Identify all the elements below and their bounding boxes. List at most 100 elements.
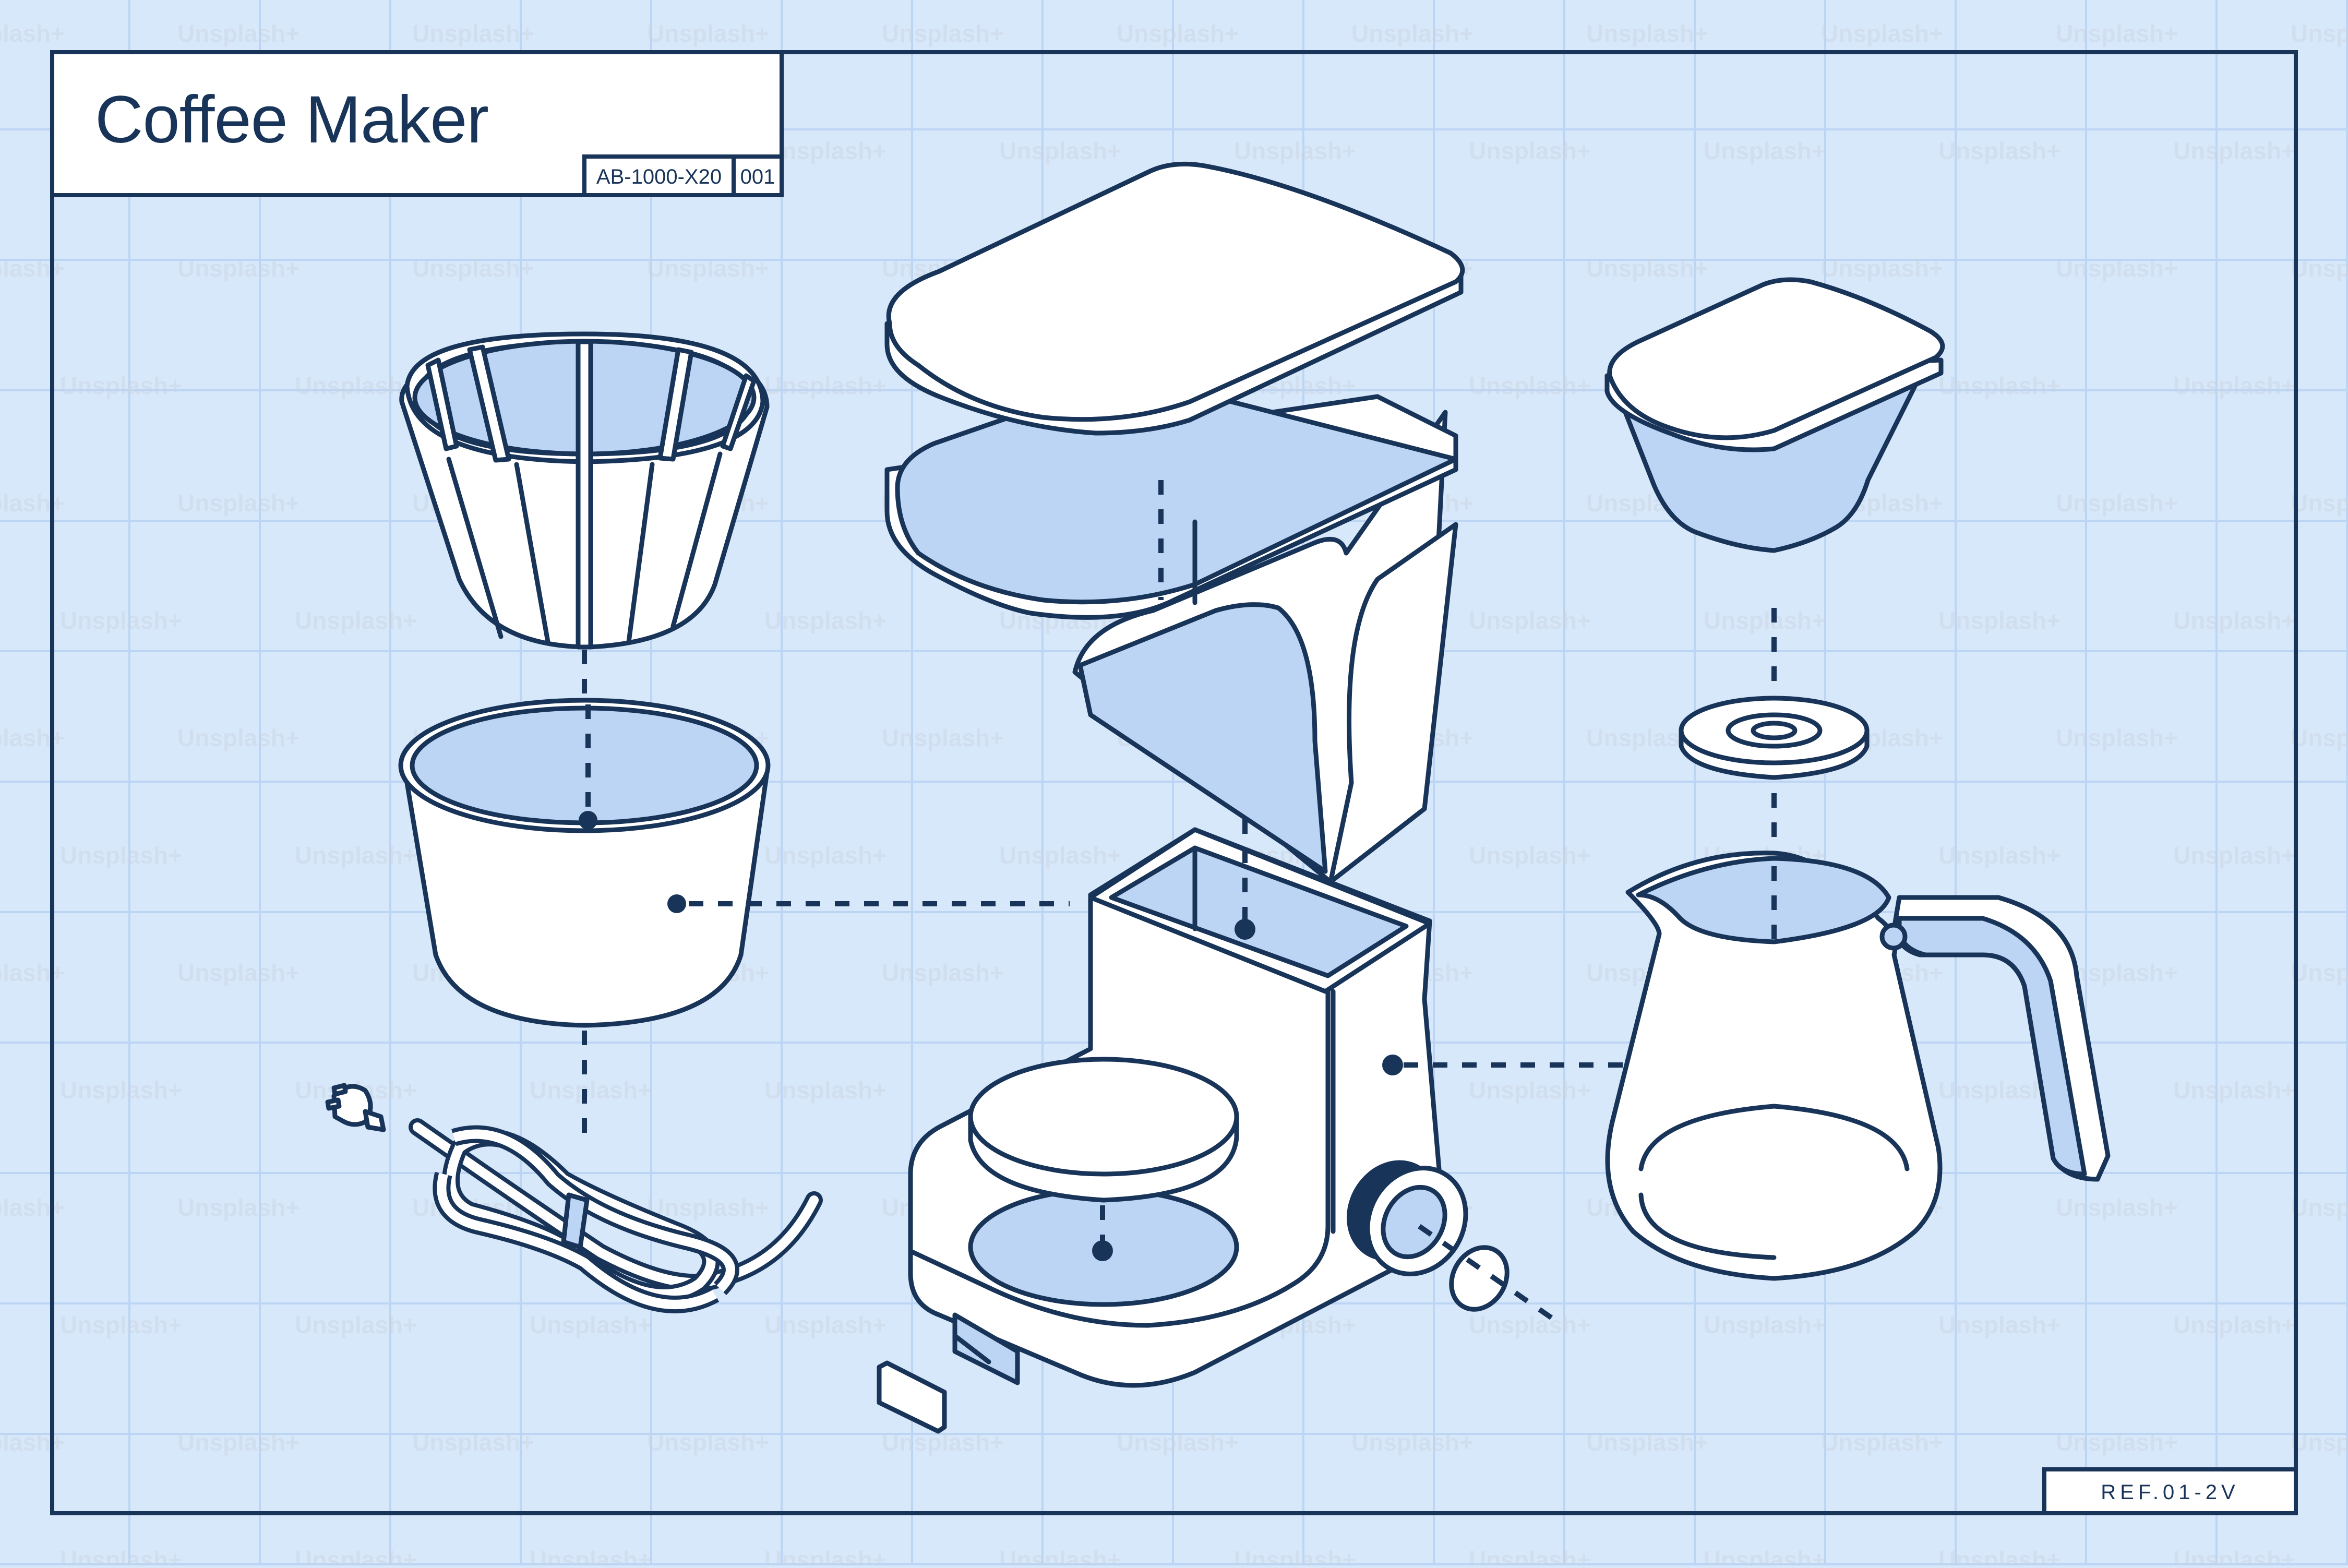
watermark-text: Unsplash+ (2173, 372, 2295, 399)
watermark-text: Unsplash+ (882, 1429, 1004, 1456)
watermark-text: Unsplash+ (2173, 1311, 2295, 1338)
sheet-number-label: 001 (740, 165, 775, 188)
watermark-text: Unsplash+ (2291, 1194, 2348, 1221)
watermark-text: Unsplash+ (647, 255, 769, 282)
watermark-text: Unsplash+ (1938, 372, 2061, 399)
watermark-text: Unsplash+ (530, 1076, 652, 1104)
watermark-text: Unsplash+ (882, 724, 1004, 751)
watermark-text: Unsplash+ (60, 372, 182, 399)
watermark-text: Unsplash+ (1234, 1546, 1356, 1565)
watermark-text: Unsplash+ (1938, 1311, 2061, 1338)
watermark-text: Unsplash+ (2173, 137, 2295, 164)
watermark-text: Unsplash+ (647, 1194, 769, 1221)
watermark-text: Unsplash+ (1469, 842, 1591, 869)
watermark-text: Unsplash+ (647, 1429, 769, 1456)
watermark-text: Unsplash+ (1938, 1546, 2061, 1565)
watermark-text: Unsplash+ (295, 372, 417, 399)
watermark-text: Unsplash+ (764, 372, 887, 399)
warming-plate-illustration (968, 1057, 1239, 1203)
watermark-text: Unsplash+ (764, 1311, 887, 1338)
watermark-text: Unsplash+ (764, 607, 887, 634)
watermark-text: Unsplash+ (2291, 20, 2348, 47)
watermark-text: Unsplash+ (1821, 1429, 1943, 1456)
watermark-text: Unsplash+ (1469, 1076, 1591, 1104)
watermark-text: Unsplash+ (295, 1546, 417, 1565)
watermark-text: Unsplash+ (1586, 20, 1708, 47)
watermark-text: Unsplash+ (177, 20, 300, 47)
watermark-text: Unsplash+ (1469, 137, 1591, 164)
watermark-text: Unsplash+ (1586, 255, 1708, 282)
lid-gasket-illustration (1679, 696, 1870, 780)
watermark-text: Unsplash+ (1234, 137, 1356, 164)
watermark-text: Unsplash+ (2291, 489, 2348, 517)
glass-carafe-illustration (1605, 851, 2111, 1281)
watermark-text: Unsplash+ (1938, 607, 2061, 634)
watermark-text: Unsplash+ (295, 1311, 417, 1338)
watermark-text: Unsplash+ (1117, 1429, 1239, 1456)
watermark-text: Unsplash+ (1938, 137, 2061, 164)
watermark-text: Unsplash+ (2056, 1194, 2178, 1221)
part-code-label: AB-1000-X20 (596, 165, 722, 188)
watermark-text: Unsplash+ (1704, 1311, 1826, 1338)
watermark-text: Unsplash+ (0, 959, 65, 986)
watermark-text: Unsplash+ (882, 20, 1004, 47)
watermark-text: Unsplash+ (0, 1194, 65, 1221)
watermark-text: Unsplash+ (60, 607, 182, 634)
watermark-text: Unsplash+ (999, 137, 1121, 164)
page-title: Coffee Maker (95, 82, 489, 157)
watermark-text: Unsplash+ (177, 1429, 300, 1456)
watermark-text: Unsplash+ (412, 255, 534, 282)
watermark-text: Unsplash+ (2056, 20, 2178, 47)
watermark-text: Unsplash+ (1938, 842, 2061, 869)
reservoir-lid-illustration (884, 161, 1465, 436)
watermark-text: Unsplash+ (764, 1546, 887, 1565)
watermark-text: Unsplash+ (2291, 724, 2348, 751)
watermark-text: Unsplash+ (882, 959, 1004, 986)
watermark-text: Unsplash+ (764, 1076, 887, 1104)
carafe-lid-illustration (1604, 277, 1945, 553)
watermark-text: Unsplash+ (2056, 1429, 2178, 1456)
side-cover-illustration (877, 1360, 947, 1434)
watermark-text: Unsplash+ (0, 1429, 65, 1456)
watermark-text: Unsplash+ (999, 842, 1121, 869)
watermark-text: Unsplash+ (764, 842, 887, 869)
watermark-text: Unsplash+ (1821, 255, 1943, 282)
watermark-text: Unsplash+ (295, 842, 417, 869)
watermark-text: Unsplash+ (1821, 20, 1943, 47)
watermark-text: Unsplash+ (764, 137, 887, 164)
watermark-text: Unsplash+ (177, 724, 300, 751)
watermark-text: Unsplash+ (1469, 607, 1591, 634)
reference-label: REF.01-2V (2101, 1481, 2239, 1504)
watermark-text: Unsplash+ (0, 489, 65, 517)
watermark-text: Unsplash+ (177, 1194, 300, 1221)
watermark-text: Unsplash+ (1704, 607, 1826, 634)
part-code-box (582, 154, 736, 197)
watermark-text: Unsplash+ (177, 255, 300, 282)
brew-funnel-illustration (398, 698, 771, 1028)
watermark-text: Unsplash+ (1351, 1429, 1474, 1456)
sheet-number-box (732, 154, 784, 197)
watermark-text: Unsplash+ (2291, 1429, 2348, 1456)
watermark-text: Unsplash+ (1469, 1546, 1591, 1565)
watermark-text: Unsplash+ (0, 255, 65, 282)
watermark-text: Unsplash+ (2173, 1076, 2295, 1104)
watermark-text: Unsplash+ (60, 1076, 182, 1104)
watermark-text: Unsplash+ (530, 1311, 652, 1338)
watermark-text: Unsplash+ (2056, 724, 2178, 751)
watermark-text: Unsplash+ (0, 724, 65, 751)
watermark-text: Unsplash+ (177, 489, 300, 517)
watermark-text: Unsplash+ (295, 607, 417, 634)
watermark-text: Unsplash+ (412, 20, 534, 47)
watermark-text: Unsplash+ (1469, 1311, 1591, 1338)
drawing-frame (50, 50, 2298, 1515)
watermark-text: Unsplash+ (60, 1546, 182, 1565)
watermark-text: Unsplash+ (530, 1546, 652, 1565)
reference-box (2042, 1467, 2298, 1515)
watermark-text: Unsplash+ (1351, 20, 1474, 47)
watermark-text: Unsplash+ (1704, 1546, 1826, 1565)
watermark-text: Unsplash+ (60, 1311, 182, 1338)
watermark-text: Unsplash+ (647, 20, 769, 47)
watermark-text: Unsplash+ (2056, 255, 2178, 282)
watermark-text: Unsplash+ (177, 959, 300, 986)
